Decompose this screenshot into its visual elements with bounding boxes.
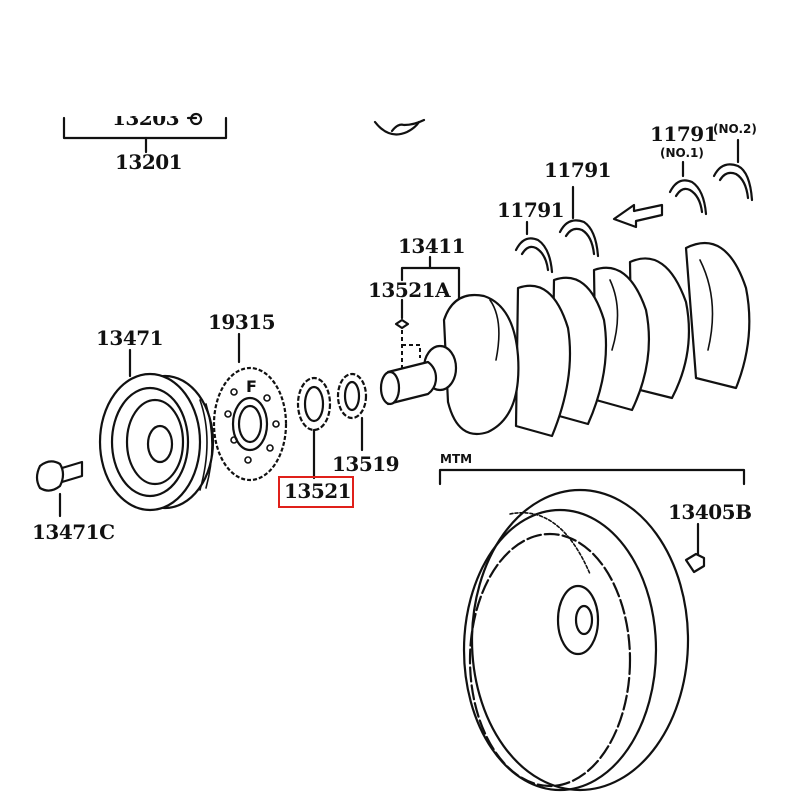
part-label-13471c[interactable]: 13471C bbox=[32, 520, 115, 544]
crankshaft-bracket bbox=[400, 255, 461, 320]
connecting-rod-bracket bbox=[62, 112, 228, 154]
flywheel-bolt bbox=[684, 522, 706, 574]
part-label-13521a[interactable]: 13521A bbox=[368, 278, 451, 302]
part-label-13471[interactable]: 13471 bbox=[96, 326, 164, 350]
thrust-washer-no2 bbox=[712, 138, 754, 202]
part-label-13521[interactable]: 13521 bbox=[284, 479, 352, 503]
group-label-mtm: MTM bbox=[440, 452, 473, 466]
part-label-13411[interactable]: 13411 bbox=[398, 234, 466, 258]
bearing-fragment bbox=[373, 118, 426, 136]
part-label-13201[interactable]: 13201 bbox=[115, 150, 183, 174]
sprocket-mark: F bbox=[246, 377, 257, 396]
thrust-washer-b bbox=[558, 185, 600, 258]
crankshaft-pulley bbox=[98, 348, 215, 512]
part-label-13203[interactable]: 13203 bbox=[112, 106, 180, 130]
part-label-13519[interactable]: 13519 bbox=[332, 452, 400, 476]
part-note-no1: (NO.1) bbox=[660, 146, 704, 160]
crankshaft-key bbox=[394, 318, 421, 370]
assembly-direction-arrow bbox=[612, 203, 664, 229]
part-label-19315[interactable]: 19315 bbox=[208, 310, 276, 334]
mtm-bracket bbox=[438, 468, 746, 486]
timing-rotor-19315: F bbox=[212, 332, 288, 482]
thrust-washer-no1 bbox=[668, 160, 708, 216]
part-label-11791-a[interactable]: 11791 bbox=[497, 198, 565, 222]
part-note-no2: (NO.2) bbox=[713, 122, 757, 136]
crankshaft-gear-13519 bbox=[336, 372, 368, 452]
part-label-11791-no1[interactable]: 11791 bbox=[650, 122, 718, 146]
crankshaft-gear-13521 bbox=[296, 376, 332, 480]
highlight-box bbox=[278, 476, 354, 508]
part-label-13405b[interactable]: 13405B bbox=[668, 500, 752, 524]
crankshaft bbox=[379, 242, 751, 438]
thrust-washer-a bbox=[514, 220, 554, 274]
pulley-bolt bbox=[35, 460, 84, 518]
flywheel bbox=[462, 488, 690, 792]
part-label-11791-b[interactable]: 11791 bbox=[544, 158, 612, 182]
